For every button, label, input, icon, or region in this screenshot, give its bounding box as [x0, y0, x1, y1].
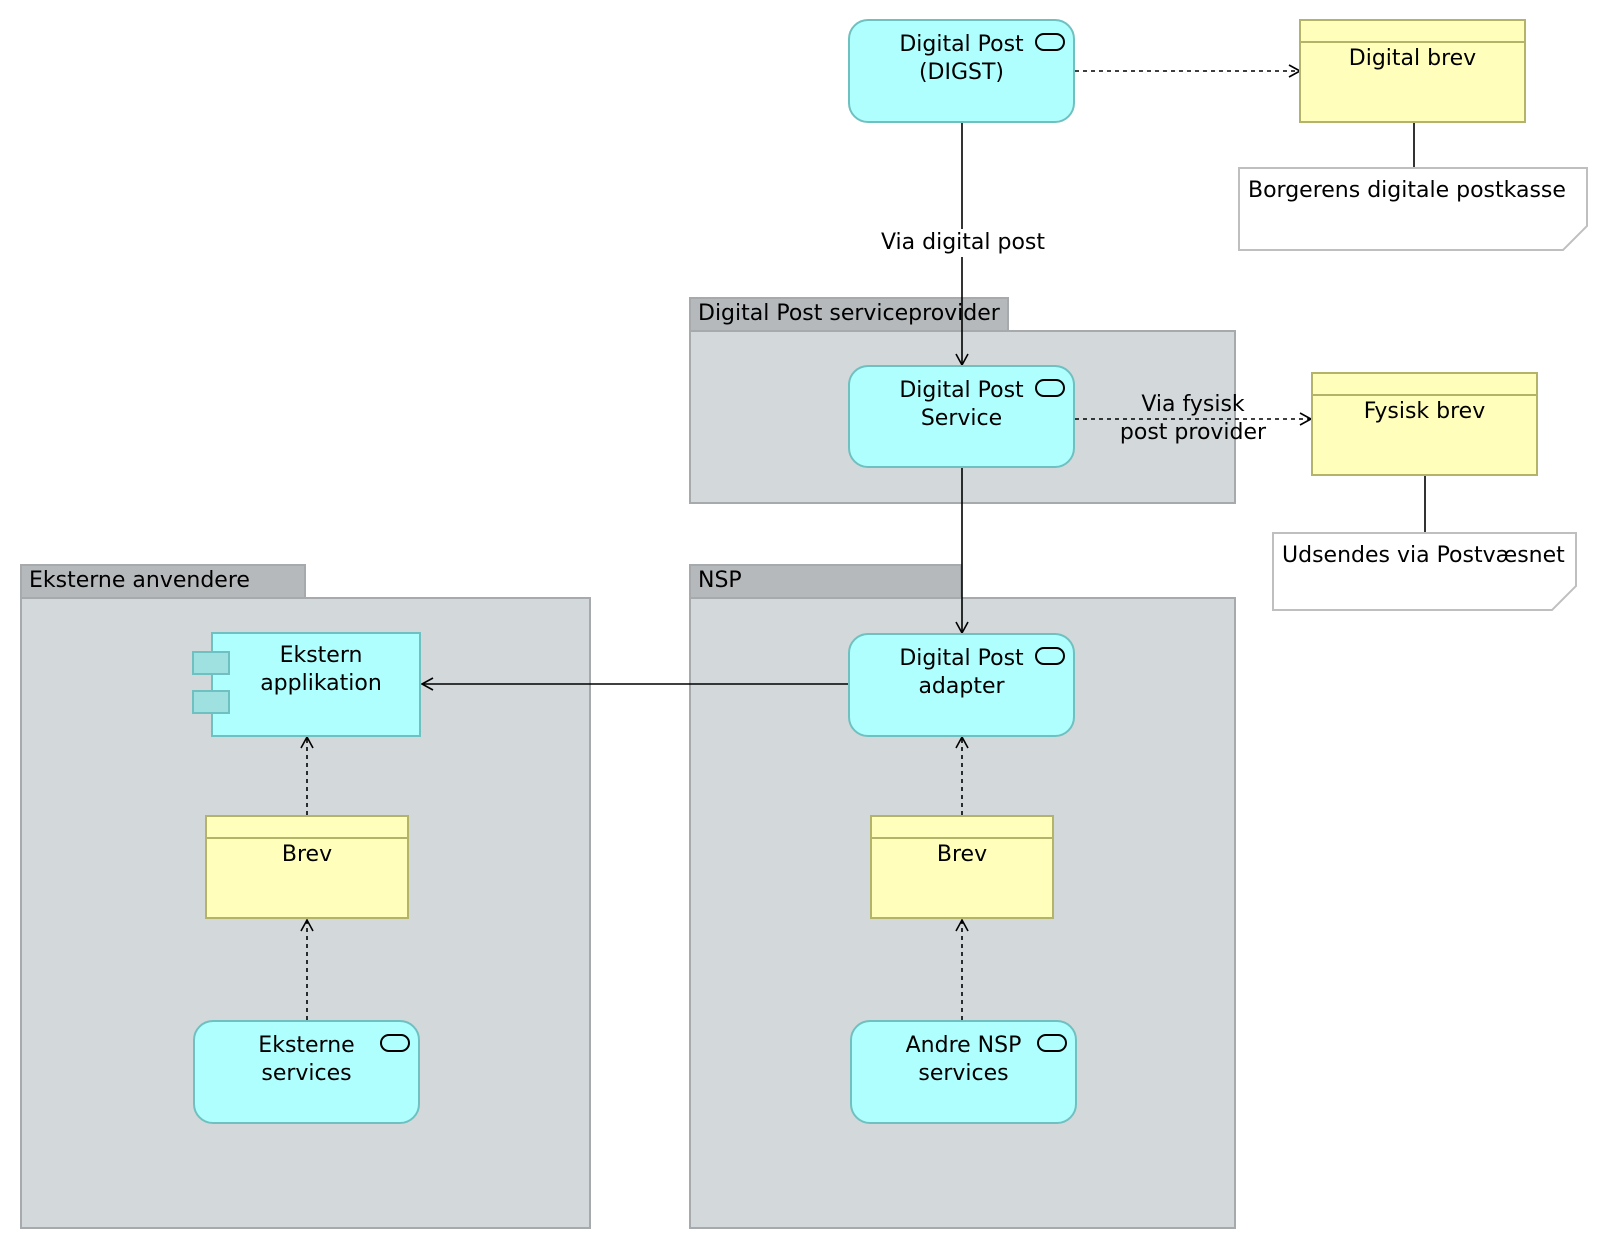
note-udsendes-via-postvaesnet[interactable]: Udsendes via Postvæsnet — [1272, 532, 1577, 611]
service-label-dp-adapter: Digital Post adapter — [899, 646, 1024, 699]
note-corner-icon — [1562, 225, 1588, 251]
object-header-line — [1301, 41, 1524, 43]
service-icon — [1037, 1034, 1067, 1052]
object-header-line — [207, 837, 407, 839]
object-fysisk-brev[interactable]: Fysisk brev — [1311, 372, 1538, 476]
object-brev-eksterne[interactable]: Brev — [205, 815, 409, 919]
relation-label-via-fysisk: Via fysisk post provider — [1119, 392, 1267, 445]
group-tab-serviceprovider[interactable]: Digital Post serviceprovider — [689, 297, 1009, 331]
object-digital-brev[interactable]: Digital brev — [1299, 19, 1526, 123]
service-eksterne-services[interactable]: Eksterne services — [193, 1020, 420, 1124]
service-andre-nsp-services[interactable]: Andre NSP services — [850, 1020, 1077, 1124]
service-label-eksterne: Eksterne services — [258, 1033, 355, 1086]
service-icon — [1035, 33, 1065, 51]
component-label-ekstern-app: Ekstern applikation — [260, 643, 382, 696]
group-tab-nsp[interactable]: NSP — [689, 564, 962, 598]
note-text-postvaesnet: Udsendes via Postvæsnet — [1282, 543, 1565, 568]
relation-label-via-digital-post: Via digital post — [872, 229, 1054, 257]
service-label-dp-service: Digital Post Service — [899, 378, 1024, 431]
service-icon — [1035, 379, 1065, 397]
object-header-line — [1313, 394, 1536, 396]
object-label-fysisk-brev: Fysisk brev — [1363, 399, 1486, 424]
service-label-digst: Digital Post (DIGST) — [899, 32, 1024, 85]
component-icon — [192, 690, 230, 714]
note-borgerens-postkasse[interactable]: Borgerens digitale postkasse — [1238, 167, 1588, 251]
group-label-nsp: NSP — [698, 568, 742, 593]
component-icon — [192, 651, 230, 675]
object-label-digital-brev: Digital brev — [1348, 46, 1477, 71]
group-label-eksterne: Eksterne anvendere — [29, 568, 250, 593]
service-digital-post-digst[interactable]: Digital Post (DIGST) — [848, 19, 1075, 123]
group-tab-eksterne[interactable]: Eksterne anvendere — [20, 564, 306, 598]
object-label-brev-nsp: Brev — [936, 842, 988, 867]
service-icon — [1035, 647, 1065, 665]
service-digital-post-service[interactable]: Digital Post Service — [848, 365, 1075, 468]
component-ekstern-applikation[interactable]: Ekstern applikation — [211, 632, 421, 737]
object-label-brev-eksterne: Brev — [281, 842, 333, 867]
service-label-andre-nsp: Andre NSP services — [905, 1033, 1022, 1086]
service-digital-post-adapter[interactable]: Digital Post adapter — [848, 633, 1075, 737]
note-corner-icon — [1551, 585, 1577, 611]
object-header-line — [872, 837, 1052, 839]
group-label-serviceprovider: Digital Post serviceprovider — [698, 301, 1000, 326]
service-icon — [380, 1034, 410, 1052]
note-text-postkasse: Borgerens digitale postkasse — [1248, 178, 1566, 203]
object-brev-nsp[interactable]: Brev — [870, 815, 1054, 919]
